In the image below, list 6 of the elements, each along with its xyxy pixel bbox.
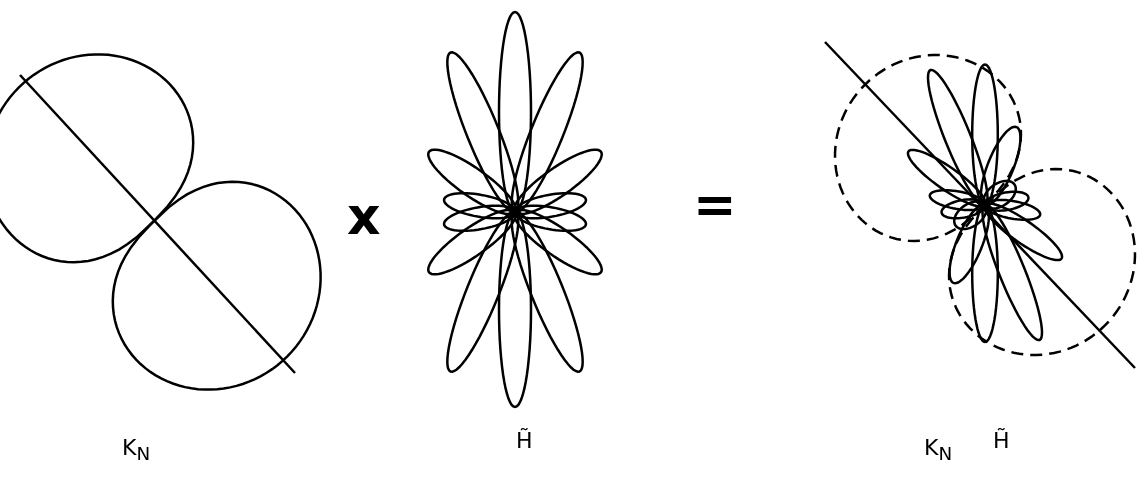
pattern-label: K$_{N}$ — [924, 437, 953, 464]
pattern-label: K$_{N}$ — [122, 437, 151, 464]
multiply-sign: x — [347, 190, 381, 242]
pattern-label: H̃ — [516, 430, 533, 452]
equals-sign: = — [693, 178, 737, 230]
pattern-label: H̃ — [993, 430, 1010, 452]
